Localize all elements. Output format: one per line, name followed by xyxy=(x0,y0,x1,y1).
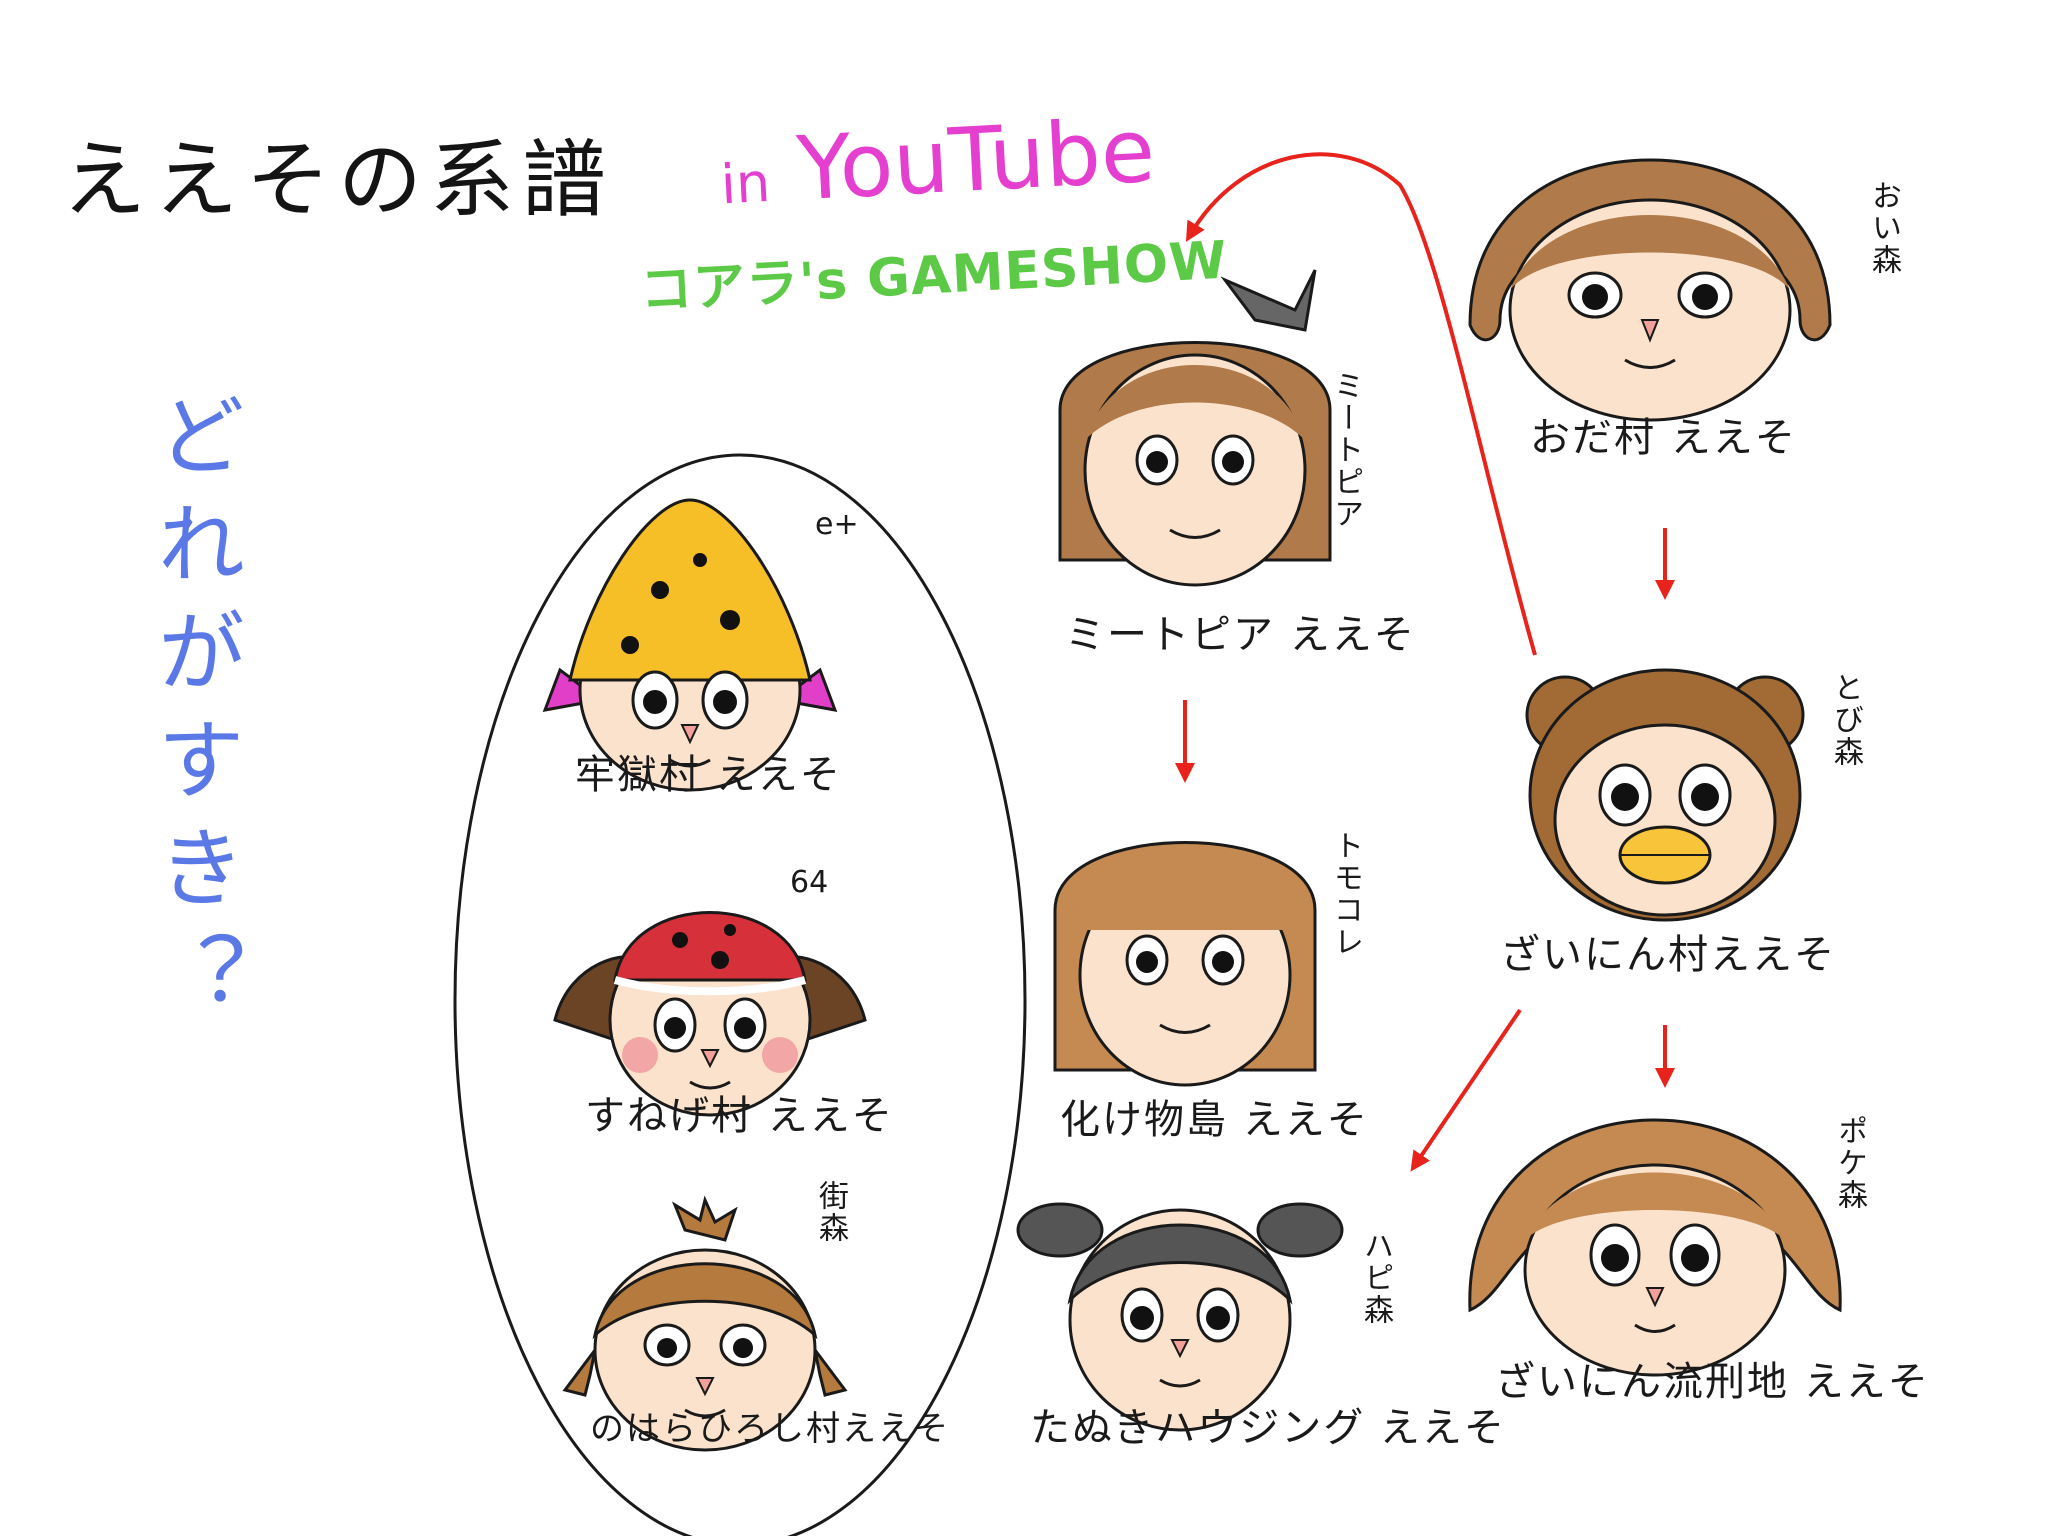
face-tanuki xyxy=(1016,1202,1344,1432)
game-tomocolle: トモコレ xyxy=(1328,830,1363,958)
label-tanuki: たぬきハウジング ええそ xyxy=(1030,1405,1506,1451)
group-oval xyxy=(453,453,1027,1536)
label-zainin-ruke: ざいにん流刑地 ええそ xyxy=(1495,1359,1930,1405)
face-nohara xyxy=(562,1195,848,1452)
label-odamura: おだ村 ええそ xyxy=(1530,415,1797,461)
arrow-zainin-to-tanuki xyxy=(1410,1008,1522,1172)
label-zainin: ざいにん村ええそ xyxy=(1500,932,1836,978)
game-pokemori: ポケ森 xyxy=(1832,1115,1867,1211)
page-title: ええその系譜 xyxy=(62,131,615,229)
game-oimori: おい森 xyxy=(1866,180,1901,276)
game-64: 64 xyxy=(790,865,829,900)
face-meatopia xyxy=(1058,269,1332,587)
label-bakemono: 化け物島 ええそ xyxy=(1060,1097,1369,1143)
face-rougoku xyxy=(542,498,838,792)
face-zainin xyxy=(1525,668,1805,922)
face-odamura xyxy=(1468,158,1832,422)
face-sunege xyxy=(553,911,867,1117)
face-bakemono xyxy=(1053,841,1317,1087)
game-happymori: ハピ森 xyxy=(1358,1230,1393,1326)
label-nohara: のはらひろし村ええそ xyxy=(590,1409,950,1449)
game-meatopia: ミートピア xyxy=(1328,370,1363,530)
face-zainin-ruke xyxy=(1468,1118,1842,1377)
game-eplus: e+ xyxy=(815,507,859,542)
question-text: どれがすき？ xyxy=(143,390,246,1038)
label-sunege: すねげ村 ええそ xyxy=(585,1093,894,1139)
label-rougoku: 牢獄村 ええそ xyxy=(575,752,842,798)
label-meatopia: ミートピア ええそ xyxy=(1065,612,1416,658)
flow-arrows xyxy=(1175,152,1675,1172)
game-machimori: 街森 xyxy=(813,1180,848,1244)
game-tobimori: とび森 xyxy=(1828,672,1863,768)
arrow-zainin-to-meatopia xyxy=(1185,152,1537,656)
